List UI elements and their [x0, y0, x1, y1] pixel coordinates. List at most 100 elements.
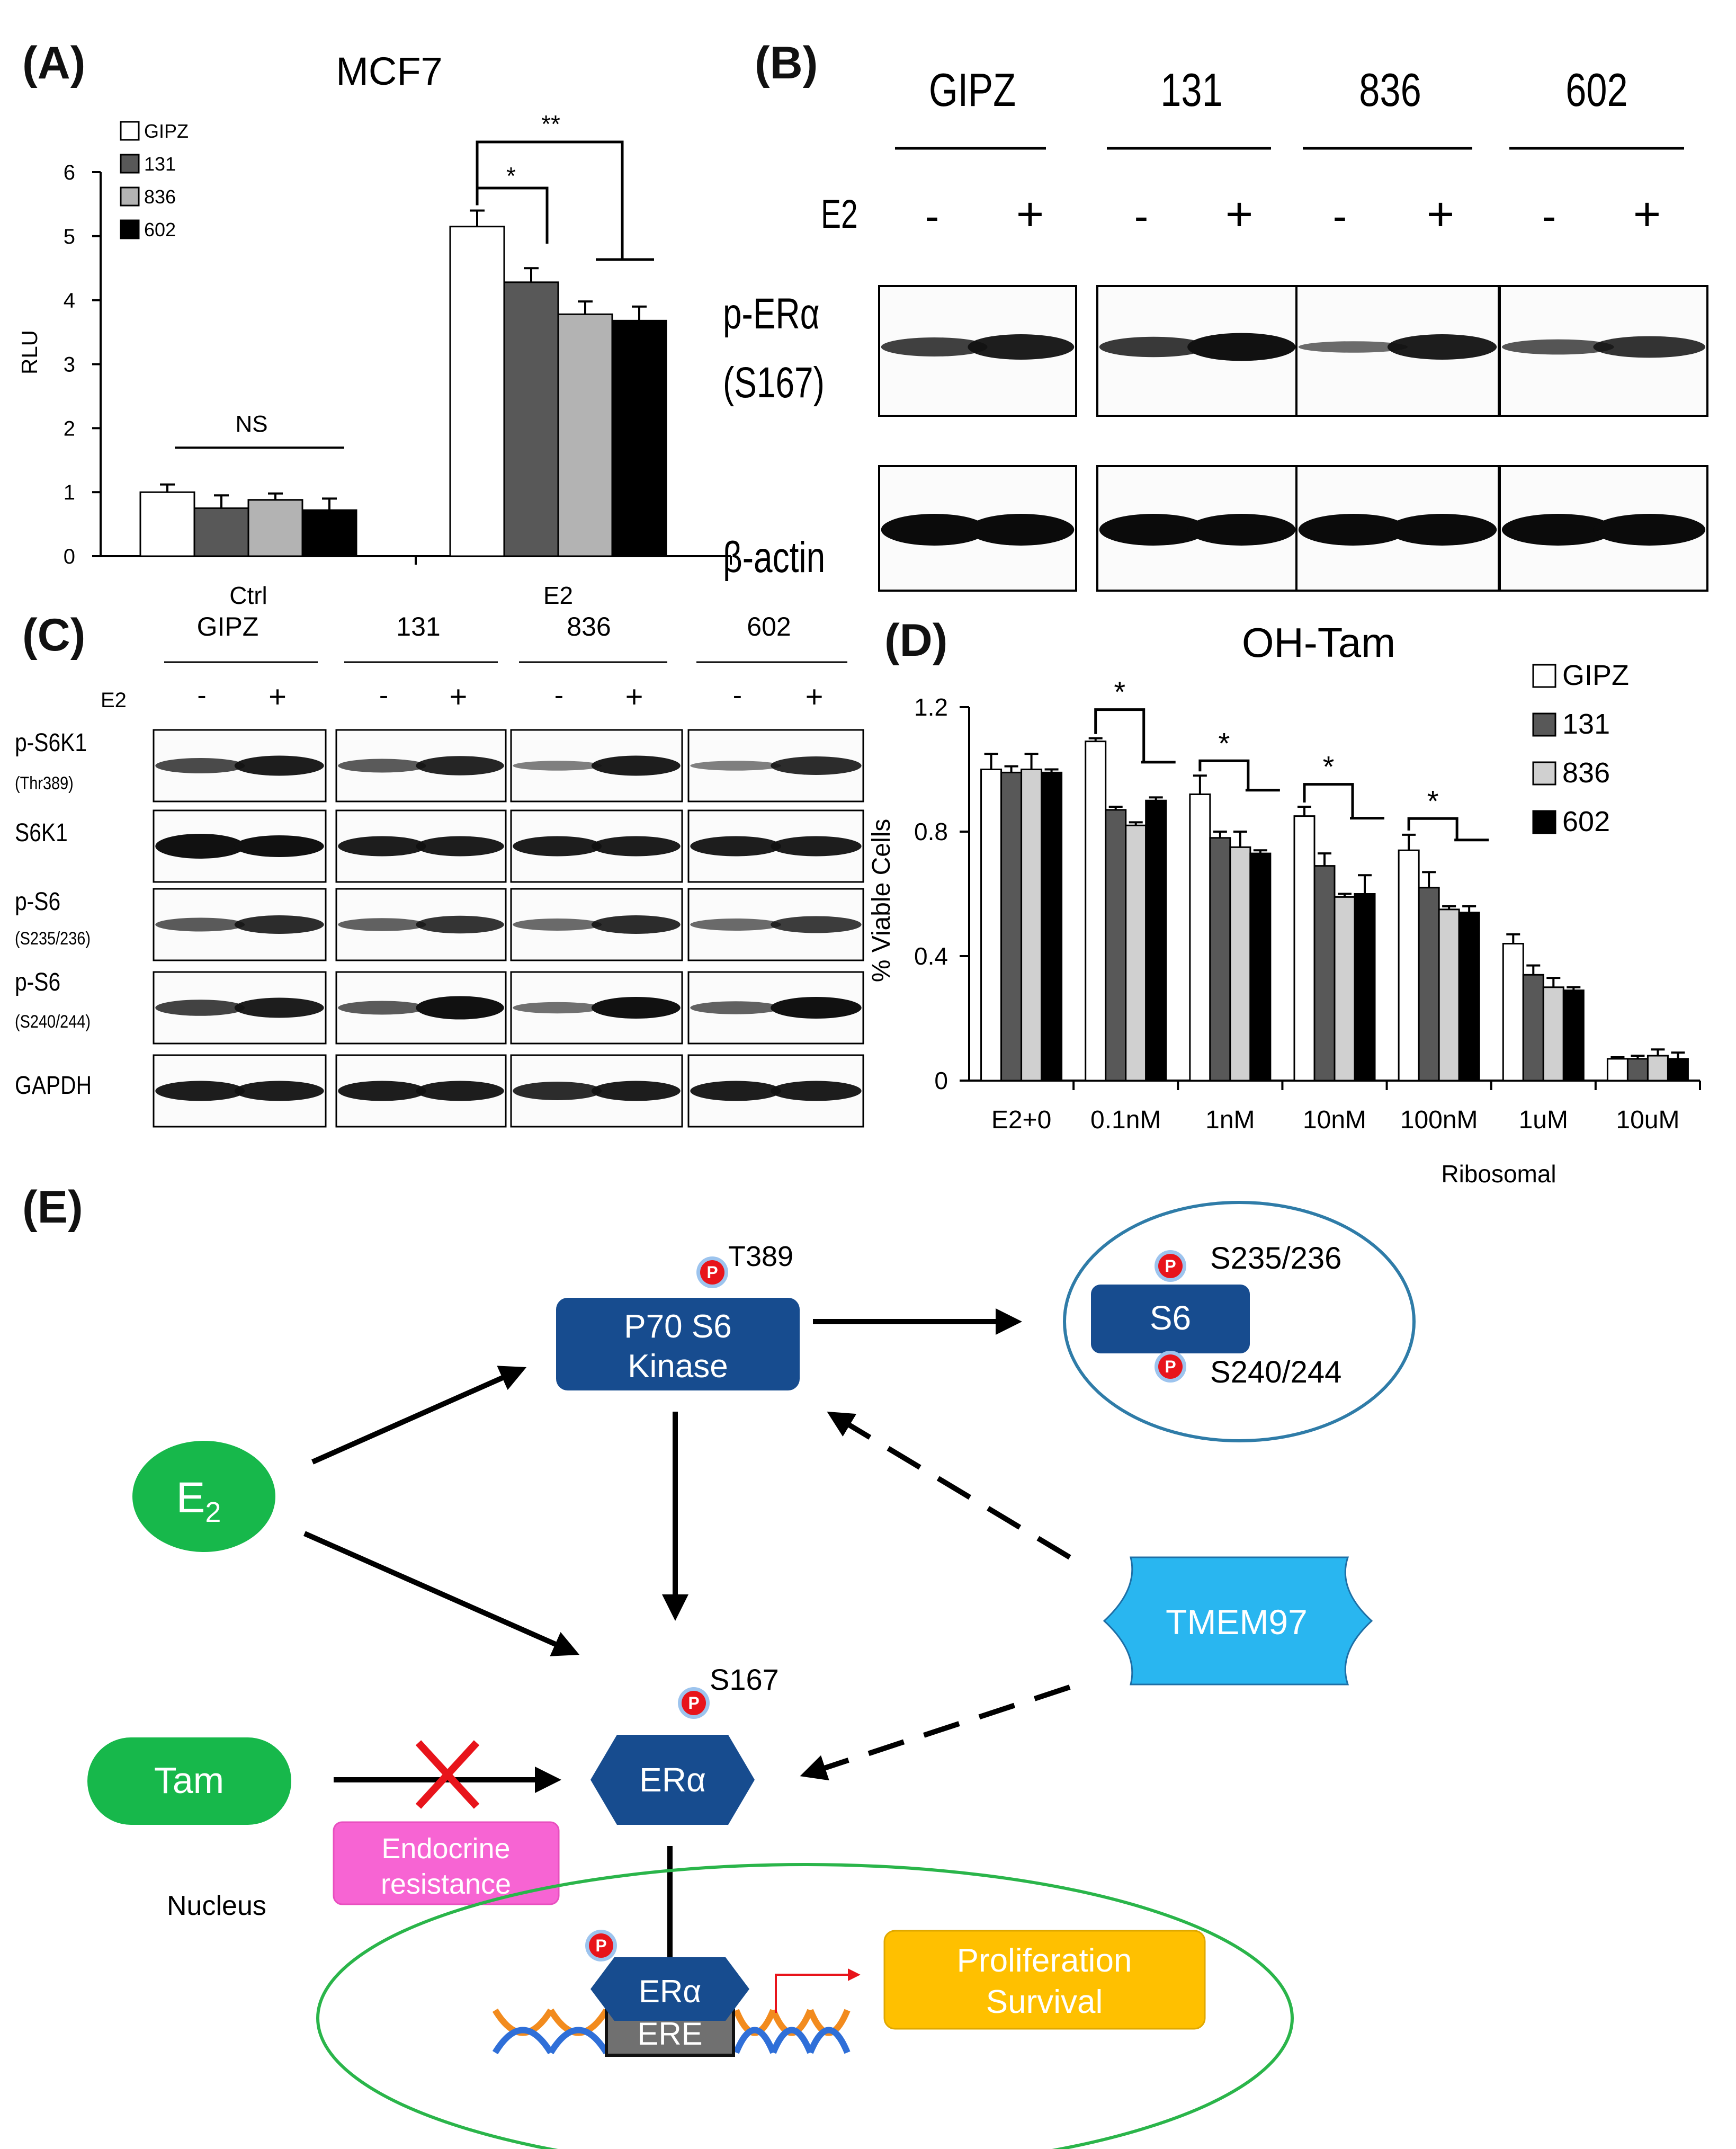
phospho-s235-label: P — [1165, 1256, 1176, 1276]
y-tick-label: 1 — [64, 481, 75, 504]
band — [591, 836, 681, 857]
bar — [1606, 1058, 1628, 1082]
bar — [1229, 846, 1251, 1082]
sign-minus: - — [1134, 192, 1149, 239]
band — [234, 835, 324, 857]
era-label: ERα — [639, 1761, 706, 1799]
sign-minus: - — [197, 680, 206, 711]
block-x-2 — [415, 1740, 480, 1809]
bar — [1334, 896, 1356, 1082]
x-tick-label: 0.1nM — [1090, 1106, 1161, 1134]
band — [234, 915, 324, 934]
sign-minus: - — [1542, 192, 1556, 239]
band — [591, 915, 681, 934]
e2-subscript: 2 — [205, 1496, 221, 1528]
group-label: 836 — [1359, 64, 1421, 115]
band — [1298, 514, 1408, 546]
bar — [1562, 989, 1585, 1082]
phospho-s240 — [1158, 1354, 1183, 1379]
arrow-tmem97-to-p70 — [827, 1411, 1071, 1560]
band — [690, 1001, 781, 1014]
phospho-nuclear-label: P — [595, 1936, 606, 1955]
x-tick-label: 1nM — [1205, 1106, 1255, 1134]
ere-label: ERE — [637, 2016, 702, 2052]
phospho-nuclear — [589, 1933, 613, 1958]
sig-star: * — [1114, 675, 1125, 709]
sign-minus: - — [554, 680, 563, 711]
ns-label: NS — [235, 411, 267, 437]
transcription-arrow — [775, 1968, 861, 2013]
band — [338, 1081, 426, 1101]
bracket — [1407, 817, 1458, 840]
phospho-s167-label: P — [688, 1693, 699, 1713]
phospho-s167 — [682, 1691, 706, 1715]
group-label: 602 — [1565, 64, 1627, 115]
y-tick-label: 4 — [64, 289, 75, 313]
band — [155, 1000, 245, 1016]
y-tick-label: 2 — [64, 417, 75, 440]
band — [690, 919, 781, 931]
sign-plus: + — [806, 680, 824, 714]
bar — [1354, 893, 1376, 1082]
sig-star: * — [1427, 784, 1439, 817]
treatment-label: E2 — [821, 192, 858, 237]
panel-letter-b: (B) — [755, 38, 818, 88]
panel-letter-a: (A) — [22, 38, 86, 88]
chart-title: MCF7 — [336, 49, 442, 93]
bar — [1249, 852, 1272, 1082]
band — [338, 836, 426, 857]
ribosome-ellipse — [1063, 1201, 1416, 1442]
band — [1099, 514, 1207, 546]
band — [881, 514, 988, 546]
bracket — [1094, 708, 1146, 762]
legend-swatch — [1532, 810, 1556, 834]
dna-strand — [492, 2027, 554, 2055]
legend-label: 836 — [144, 186, 176, 208]
y-tick-label: 1.2 — [914, 693, 948, 721]
bar — [1041, 771, 1063, 1082]
band — [338, 759, 426, 773]
row-label: β-actin — [723, 532, 825, 582]
group-label: 836 — [567, 612, 611, 641]
band — [968, 334, 1075, 360]
bar — [1145, 799, 1167, 1082]
band — [771, 1081, 862, 1101]
y-tick-label: 5 — [64, 225, 75, 248]
band — [771, 836, 862, 857]
legend-label: GIPZ — [1562, 659, 1629, 691]
legend-swatch — [1532, 761, 1556, 786]
phospho-t389 — [700, 1260, 724, 1285]
sign-plus: + — [269, 680, 287, 714]
band — [591, 1081, 681, 1101]
band — [416, 1081, 504, 1101]
x-tick-label: 100nM — [1400, 1106, 1478, 1134]
band — [155, 834, 245, 859]
band — [416, 996, 504, 1020]
sign-plus: + — [1427, 188, 1455, 241]
group-label: GIPZ — [197, 612, 259, 641]
band — [1387, 514, 1497, 546]
band — [690, 836, 781, 857]
p70-kinase-box — [556, 1298, 800, 1390]
bar — [1189, 793, 1211, 1082]
legend-swatch — [120, 186, 140, 207]
band — [968, 514, 1075, 546]
arrow-tmem97-to-era — [800, 1684, 1071, 1781]
tmem97-node — [1103, 1556, 1373, 1686]
band — [1387, 334, 1497, 360]
dna-strand — [548, 2027, 610, 2055]
band — [513, 919, 602, 931]
legend-swatch — [1532, 664, 1556, 688]
x-axis-label: Ribosomal — [1441, 1160, 1556, 1188]
bar — [557, 313, 613, 557]
tam-node — [87, 1737, 291, 1825]
sig-star: * — [1218, 726, 1230, 760]
y-tick-label: 3 — [64, 353, 75, 377]
band — [1298, 341, 1408, 353]
band — [1501, 514, 1614, 546]
e2-node — [132, 1441, 275, 1552]
x-tick-label: Ctrl — [229, 582, 267, 609]
y-axis-label: RLU — [17, 330, 42, 374]
band — [591, 997, 681, 1019]
